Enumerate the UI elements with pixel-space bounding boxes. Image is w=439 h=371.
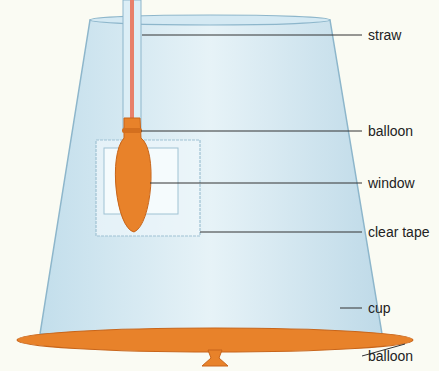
small-balloon — [115, 118, 151, 232]
straw — [123, 0, 141, 128]
leader-lines — [141, 35, 405, 356]
part-label: clear tape — [368, 224, 429, 240]
part-label: balloon — [368, 123, 413, 139]
part-label: window — [368, 175, 415, 191]
balloon-neck — [122, 128, 142, 133]
part-label: straw — [368, 27, 401, 43]
bottom-balloon — [17, 328, 413, 352]
straw-stripe — [130, 0, 134, 124]
part-label: cup — [368, 300, 391, 316]
balloon-knot — [202, 350, 228, 366]
part-label: balloon — [368, 348, 413, 364]
cup-body — [40, 20, 382, 334]
